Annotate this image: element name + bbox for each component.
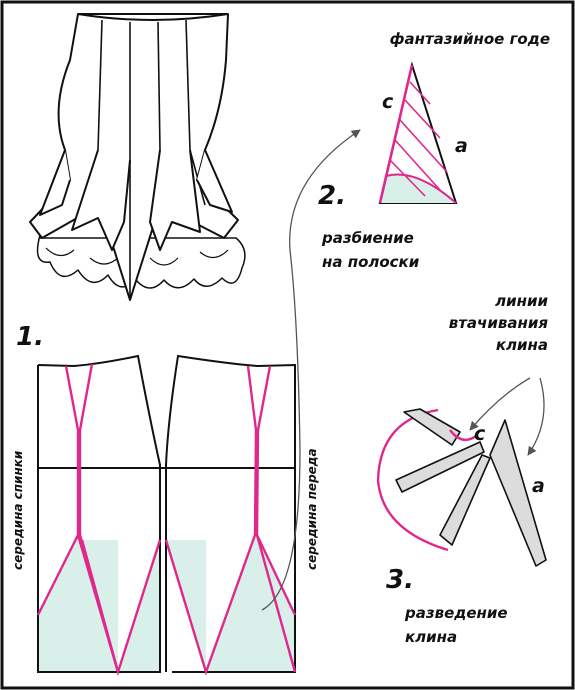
skirt-illustration bbox=[29, 13, 246, 301]
step3-number: 3. bbox=[386, 565, 414, 595]
callout-line1: линии bbox=[495, 292, 548, 310]
callout-line3: клина bbox=[496, 336, 548, 354]
step3-caption-line1: разведение bbox=[404, 604, 508, 622]
callout-line2: втачивания bbox=[449, 314, 549, 332]
callout-arrow-c bbox=[469, 377, 531, 431]
step2-caption-line2: на полоски bbox=[322, 253, 420, 271]
label-a-fan: а bbox=[532, 475, 545, 497]
label-front-center: середина переда bbox=[305, 448, 319, 570]
step2-number: 2. bbox=[318, 181, 346, 211]
diagram-title: фантазийное годе bbox=[390, 30, 550, 48]
godet-triangle bbox=[378, 61, 458, 204]
label-c-fan: с bbox=[474, 423, 486, 445]
label-c-top: с bbox=[382, 91, 394, 113]
pattern-panel bbox=[36, 129, 361, 677]
step1-number: 1. bbox=[16, 322, 44, 352]
step3-caption-line2: клина bbox=[405, 628, 457, 646]
godet-fan bbox=[376, 377, 547, 567]
label-a-top: а bbox=[455, 135, 468, 157]
callout-arrow-a bbox=[527, 377, 545, 456]
pointer-arrow bbox=[261, 129, 361, 611]
label-back-center: середина спинки bbox=[11, 450, 25, 570]
step2-caption-line1: разбиение bbox=[321, 229, 414, 247]
